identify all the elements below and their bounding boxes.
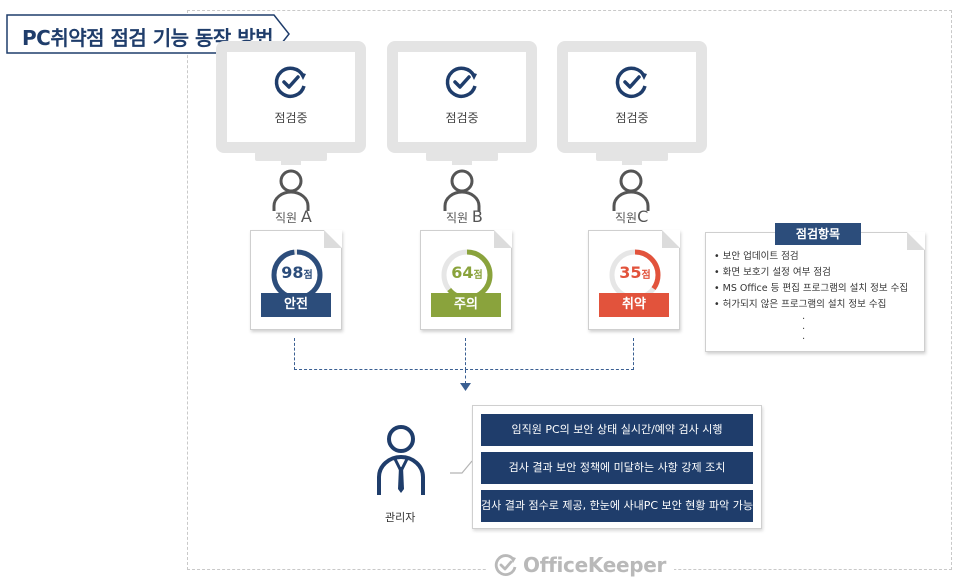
score-value: 35점 [619,263,651,282]
connector-b [465,338,466,370]
inspection-items-list: • 보안 업데이트 점검 • 화면 보호기 설정 여부 점검 • MS Offi… [714,249,908,313]
score-value: 98점 [281,263,313,282]
check-refresh-icon [445,66,477,99]
connector-down [465,370,466,384]
page-fold [662,230,680,248]
check-refresh-icon [274,66,306,99]
score-card-c: 35점 취약 [588,230,680,330]
officekeeper-logo: OfficeKeeper [486,552,675,578]
status-badge: 취약 [599,293,669,317]
person-icon [443,169,481,211]
monitor-base [426,152,498,161]
admin-connector [450,460,473,474]
score-card-a: 98점 안전 [250,230,342,330]
monitor-base [596,152,668,161]
connector-horizontal [294,369,634,370]
employee-label-c: 직원C [615,207,649,226]
monitor-base [255,152,327,161]
continuation-dots: · · · [802,314,806,345]
connector-c [633,338,634,370]
list-item: • 화면 보호기 설정 여부 점검 [714,267,831,278]
action-realtime-scan: 임직원 PC의 보안 상태 실시간/예약 검사 시행 [481,414,753,446]
person-icon [272,169,310,211]
person-icon [612,169,650,211]
monitor-status-label: 점검중 [615,111,649,125]
logo-text: OfficeKeeper [523,553,667,577]
list-item: • 보안 업데이트 점검 [714,251,799,262]
logo-check-icon [494,554,517,576]
monitor-status-label: 점검중 [445,111,479,125]
page-fold [324,230,342,248]
monitor-status-label: 점검중 [274,111,308,125]
connector-a [294,338,295,370]
admin-person-icon [377,425,425,495]
list-item: • 허가되지 않은 프로그램의 설치 정보 수집 [714,299,887,310]
monitor-screen: 점검중 [557,41,707,153]
inspection-items-title: 점검항목 [775,223,861,245]
score-card-b: 64점 주의 [420,230,512,330]
inspection-items-card: 점검항목 • 보안 업데이트 점검 • 화면 보호기 설정 여부 점검 • MS… [705,223,925,352]
admin-label: 관리자 [385,511,416,524]
monitor-screen: 점검중 [387,41,537,153]
arrow-down-icon [460,383,471,391]
page-fold [494,230,512,248]
monitor-screen: 점검중 [216,41,366,153]
employee-label-b: 직원 B [446,207,483,226]
page-fold [907,232,925,250]
status-badge: 주의 [431,293,501,317]
admin-actions-box: 임직원 PC의 보안 상태 실시간/예약 검사 시행 검사 결과 보안 정책에 … [472,405,762,529]
action-score-report: 검사 결과 점수로 제공, 한눈에 사내PC 보안 현황 파악 가능 [481,490,753,522]
employee-label-a: 직원 A [275,207,312,226]
action-enforce-policy: 검사 결과 보안 정책에 미달하는 사항 강제 조치 [481,452,753,484]
check-refresh-icon [615,66,647,99]
status-badge: 안전 [261,293,331,317]
score-value: 64점 [451,263,483,282]
list-item: • MS Office 등 편집 프로그램의 설치 정보 수집 [714,283,909,294]
